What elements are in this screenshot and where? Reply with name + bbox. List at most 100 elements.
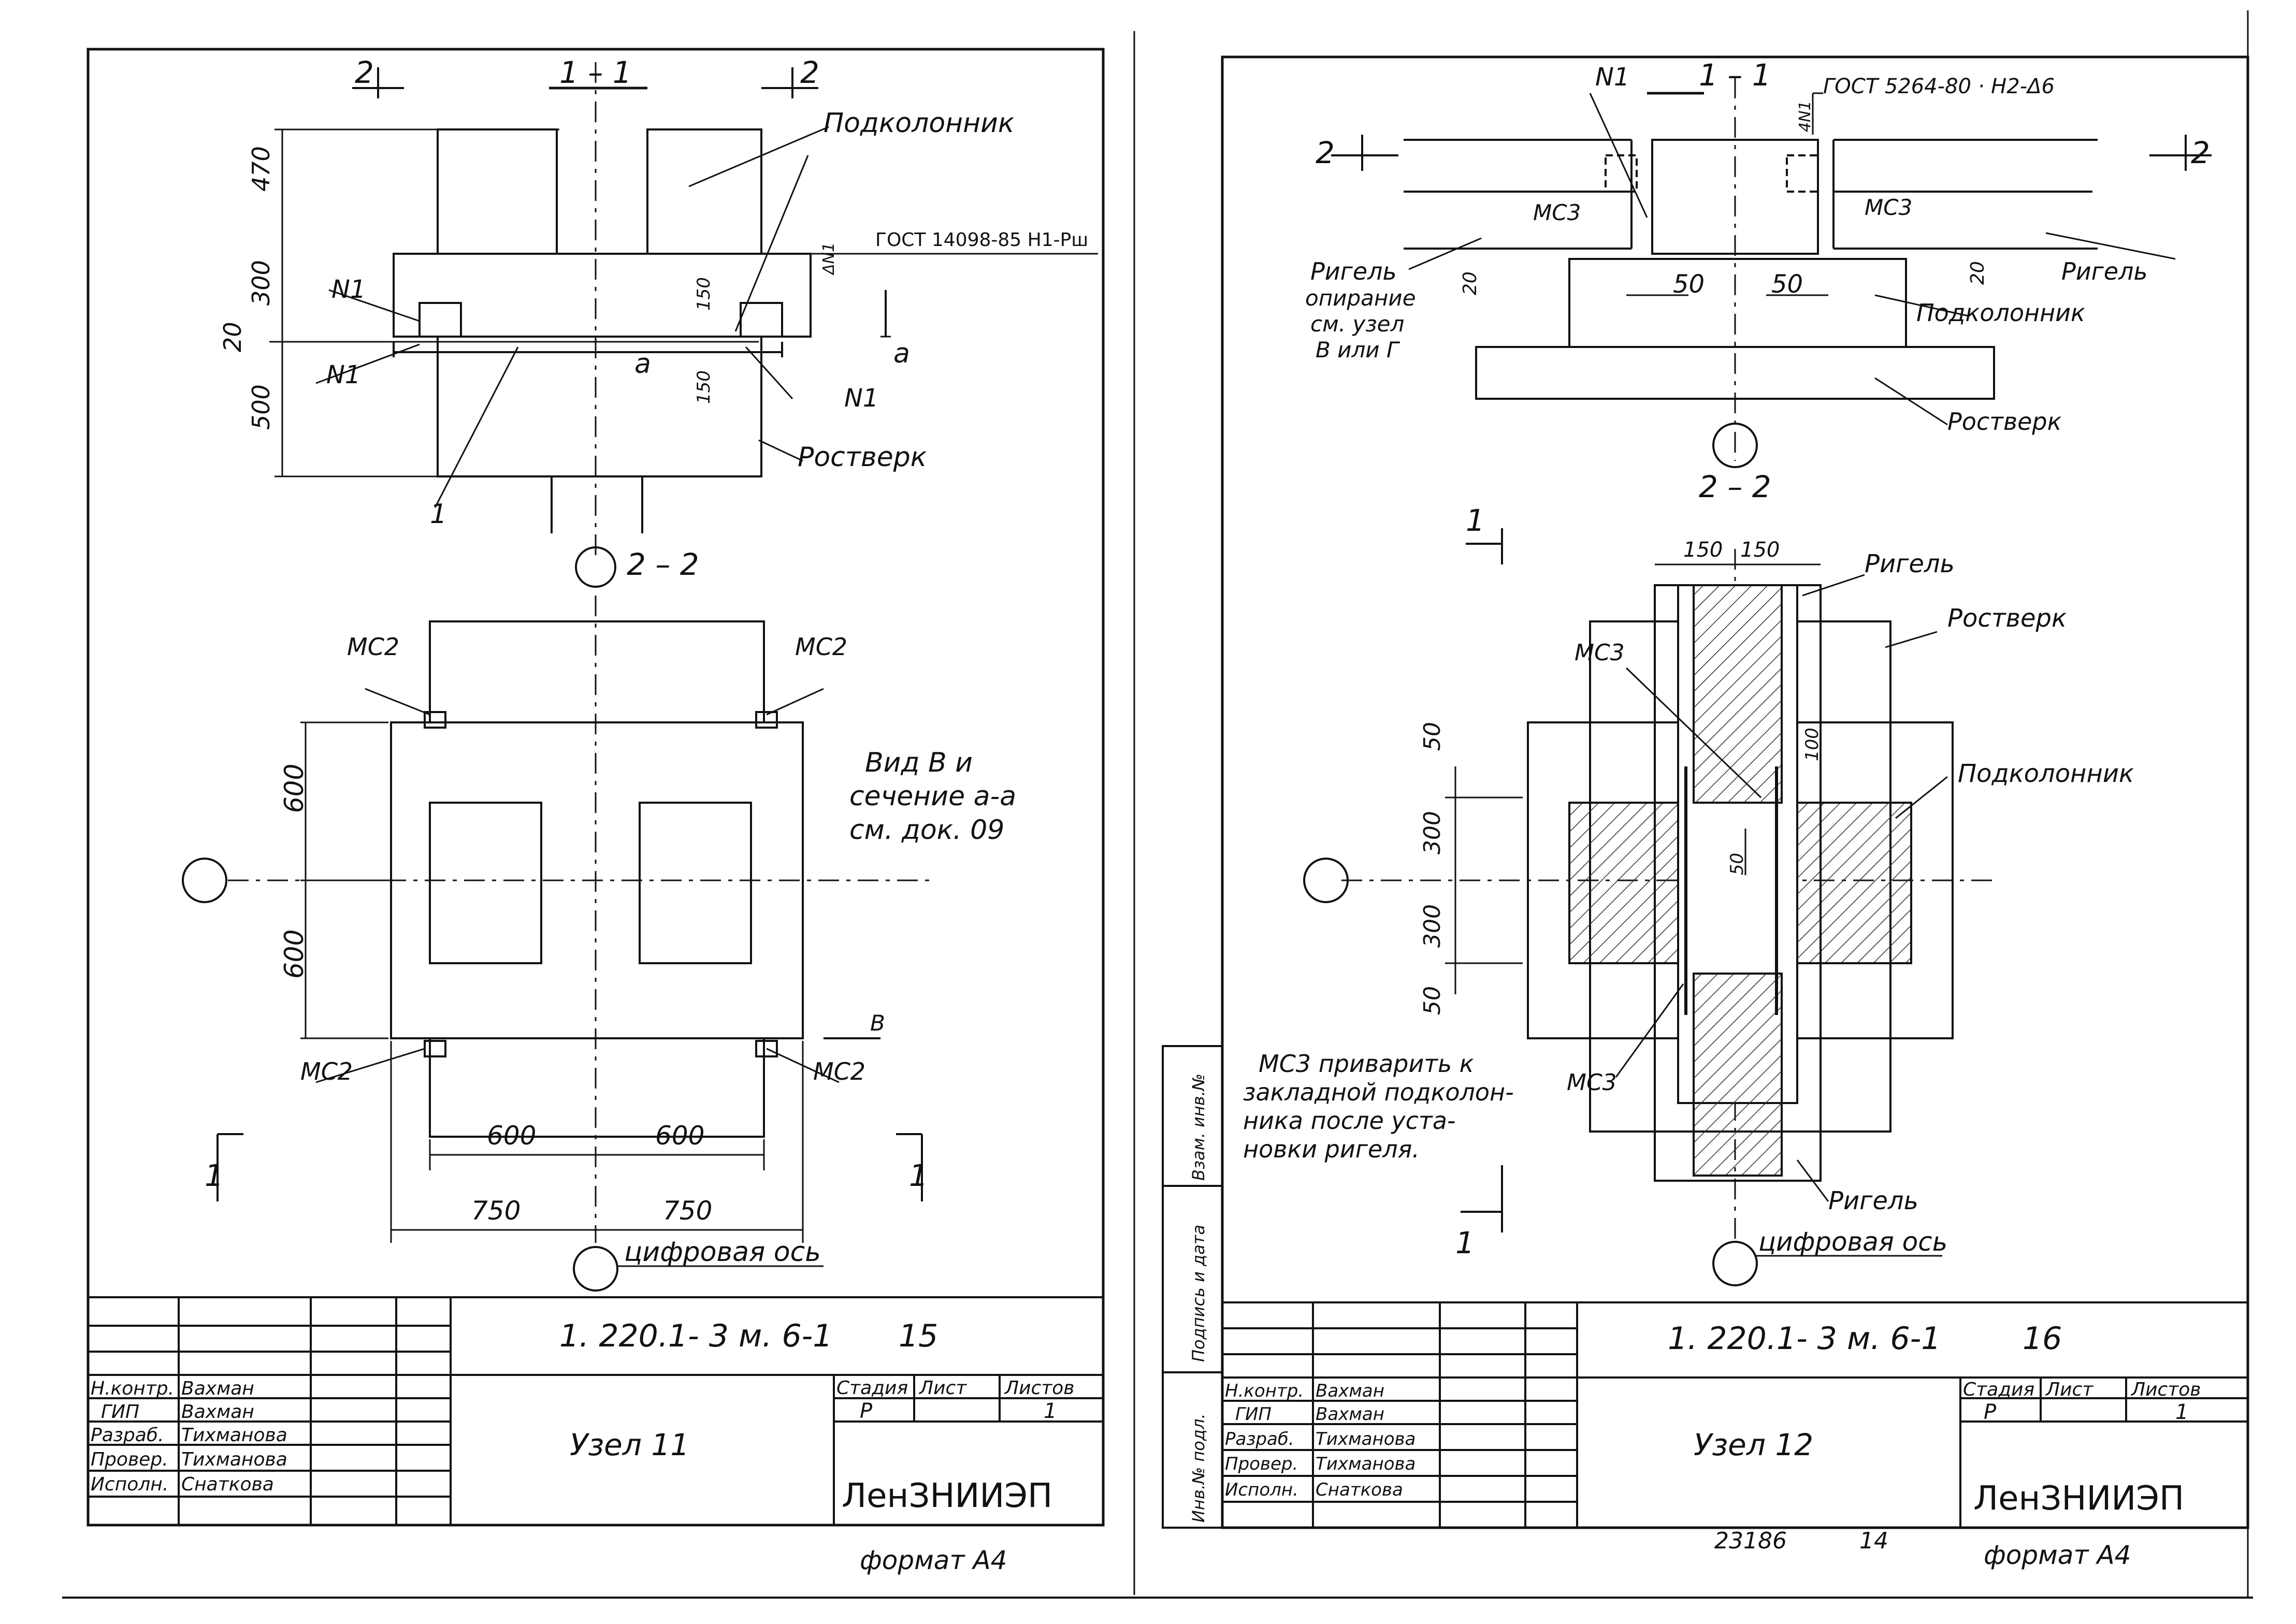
right-label-mc3-right: МС3	[1865, 195, 1912, 220]
right-sheets-label: Листов	[2130, 1379, 2201, 1400]
left-org-name: ЛенЗНИИЭП	[842, 1477, 1052, 1515]
right-dim-300a: 300	[1419, 811, 1446, 854]
left-dim-150b: 150	[694, 370, 714, 404]
left-label-a-left: а	[634, 349, 651, 380]
left-sheet-number: 15	[899, 1318, 938, 1354]
right-label-podkolonnik-2-2: Подколонник	[1958, 759, 2134, 788]
right-stamp-inv: Инв.№ подл.	[1189, 1413, 1208, 1523]
left-label-weld: ΔN1	[820, 242, 838, 276]
right-dim-100: 100	[1802, 728, 1823, 761]
left-label-view-b: В	[870, 1010, 885, 1036]
right-label-digital-axis: цифровая ось	[1758, 1227, 1947, 1257]
left-section-1-1-title: 1 – 1	[559, 55, 632, 90]
left-stage-value: Р	[860, 1399, 873, 1423]
right-section-2-2-title: 2 – 2	[1699, 469, 1771, 504]
right-doc-code: 1. 220.1- 3 м. 6-1	[1668, 1321, 1941, 1357]
right-side-stamp	[1162, 1045, 1223, 1529]
left-cut-mark-2-left: 2	[355, 55, 374, 90]
left-dim-500: 500	[247, 384, 275, 430]
left-name-1: Вахман	[181, 1401, 254, 1423]
right-dim-50-left: 50	[1673, 270, 1705, 299]
left-doc-code: 1. 220.1- 3 м. 6-1	[559, 1318, 832, 1354]
left-dim-600-h1: 600	[487, 1121, 536, 1151]
right-label-rostverk: Ростверк	[1947, 604, 2067, 633]
right-note-line3: ника после уста-	[1243, 1107, 1456, 1135]
left-dim-750-1: 750	[471, 1196, 521, 1226]
left-dim-600-v1: 600	[279, 764, 309, 813]
right-dim-50-right: 50	[1771, 270, 1803, 299]
right-label-rigel-bottom: Ригель	[1828, 1186, 1918, 1215]
left-name-0: Вахман	[181, 1378, 254, 1399]
right-title-block	[1221, 1301, 2249, 1529]
right-cut-mark-2-left: 2	[1316, 135, 1335, 170]
right-name-0: Вахман	[1316, 1381, 1384, 1401]
right-role-1: ГИП	[1235, 1404, 1272, 1425]
right-dim-50-bottom: 50	[1419, 986, 1446, 1015]
left-cut-1-right: 1	[909, 1158, 928, 1193]
left-label-mark-1: 1	[430, 499, 447, 530]
left-label-mc2-bl: МС2	[300, 1057, 353, 1085]
left-title-block	[87, 1296, 1104, 1526]
right-name-3: Тихманова	[1316, 1454, 1416, 1474]
left-name-3: Тихманова	[181, 1449, 287, 1470]
right-stamp-sign: Подпись и дата	[1189, 1225, 1208, 1362]
left-format-label: формат А4	[860, 1545, 1007, 1575]
left-dim-150a: 150	[694, 277, 714, 311]
left-sheet-label: Лист	[918, 1378, 967, 1399]
left-note-line2: сечение а-а	[849, 781, 1016, 812]
right-name-1: Вахман	[1316, 1404, 1384, 1425]
right-label-weld: 4N1	[1796, 100, 1814, 132]
left-name-4: Снаткова	[181, 1474, 274, 1495]
left-text-layer: 1 – 1 2 2 Подколонник ГОСТ 14098-85 Н1-Р…	[91, 55, 1088, 1575]
right-label-podkolonnik: Подколонник	[1916, 299, 2085, 327]
right-label-mc3-top: МС3	[1575, 640, 1625, 666]
left-section-2-2	[182, 596, 932, 1292]
right-label-mc3-bottom: МС3	[1567, 1069, 1617, 1096]
right-dim-150b: 150	[1740, 538, 1780, 562]
left-dim-470: 470	[247, 146, 275, 192]
left-label-rostverk: Ростверк	[798, 442, 927, 473]
right-stage-label: Стадия	[1963, 1379, 2034, 1400]
right-cut-1-bottom: 1	[1455, 1225, 1475, 1260]
left-cut-mark-2-right: 2	[800, 55, 819, 90]
right-cut-1-top: 1	[1466, 503, 1485, 538]
right-dim-20-right: 20	[1967, 261, 1988, 285]
right-sheets-value: 1	[2175, 1400, 2188, 1424]
right-inventory-sheet: 14	[1859, 1528, 1888, 1554]
left-role-4: Исполн.	[91, 1474, 168, 1495]
left-role-0: Н.контр.	[91, 1378, 174, 1399]
left-stage-label: Стадия	[836, 1378, 908, 1399]
left-label-n1-left: N1	[326, 360, 360, 389]
right-label-support-3: В или Г	[1316, 337, 1400, 363]
right-section-2-2	[1303, 528, 1999, 1286]
right-label-rostverk: Ростверк	[1947, 408, 2062, 436]
left-name-2: Тихманова	[181, 1425, 287, 1446]
right-stamp-replace: Взам. инв.№	[1189, 1074, 1208, 1181]
right-name-4: Снаткова	[1316, 1480, 1403, 1500]
right-text-layer: 1 – 1 2 2 N1 ГОСТ 5264-80 · Н2-Δ6 4N1 МС…	[1189, 57, 2210, 1570]
right-label-mc3-left: МС3	[1533, 200, 1581, 225]
left-label-mc2-tl: МС2	[347, 633, 399, 661]
left-label-n1-right: N1	[844, 384, 878, 413]
right-dim-150a: 150	[1683, 538, 1723, 562]
left-label-n1-top: N1	[331, 275, 366, 304]
right-label-support-2: см. узел	[1310, 311, 1404, 337]
left-note-line1: Вид В и	[865, 747, 973, 778]
left-dim-600-v2: 600	[279, 930, 309, 979]
left-label-mc2-br: МС2	[813, 1057, 865, 1085]
left-label-digital-axis: цифровая ось	[624, 1237, 821, 1268]
left-dim-600-h2: 600	[655, 1121, 704, 1151]
right-dim-300b: 300	[1419, 904, 1446, 948]
left-node-name: Узел 11	[570, 1427, 689, 1462]
right-org-name: ЛенЗНИИЭП	[1973, 1480, 2184, 1518]
right-dim-50-top: 50	[1419, 722, 1446, 751]
left-section-2-2-title: 2 – 2	[627, 547, 699, 582]
right-name-2: Тихманова	[1316, 1429, 1416, 1449]
right-label-rigel-top: Ригель	[1865, 549, 1955, 578]
left-dim-300: 300	[247, 260, 275, 306]
right-label-gost: ГОСТ 5264-80 · Н2-Δ6	[1823, 75, 2055, 98]
right-label-support-1: опирание	[1305, 285, 1416, 311]
right-role-2: Разраб.	[1225, 1429, 1294, 1449]
right-format-label: формат А4	[1984, 1540, 2131, 1570]
left-label-a-right: а	[893, 338, 910, 369]
